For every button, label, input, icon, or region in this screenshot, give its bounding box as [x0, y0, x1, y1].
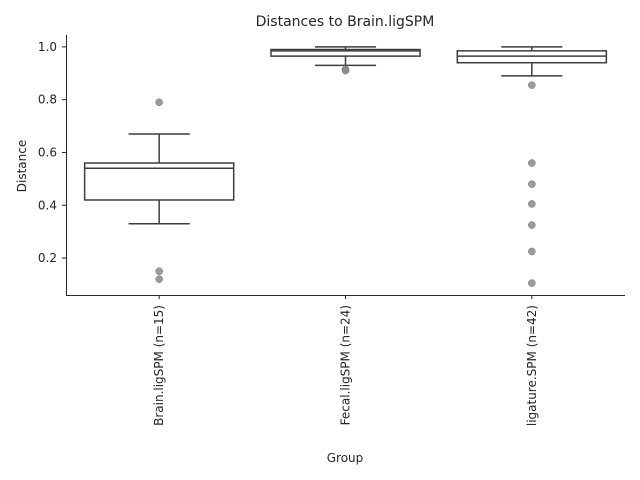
x-tick-label: Brain.ligSPM (n=15) — [152, 305, 166, 426]
outlier-point — [528, 221, 536, 229]
y-tick-label: 0.4 — [38, 198, 57, 212]
outlier-point — [155, 267, 163, 275]
outlier-point — [528, 200, 536, 208]
outlier-point — [528, 159, 536, 167]
outlier-point — [155, 98, 163, 107]
outlier-point — [155, 275, 163, 283]
y-axis-title: Distance — [15, 140, 29, 192]
outlier-point — [341, 66, 350, 75]
iqr-box — [83, 162, 235, 201]
outlier-point — [528, 247, 536, 256]
box-group — [270, 46, 421, 75]
plot-area — [83, 46, 608, 287]
y-tick-label: 1.0 — [38, 40, 57, 54]
y-tick-label: 0.8 — [38, 93, 57, 107]
y-axis-ticks: 0.2 0.4 0.6 0.8 1.0 — [38, 40, 66, 265]
outlier-point — [528, 180, 536, 188]
box-group — [456, 46, 608, 287]
chart-title: Distances to Brain.ligSPM — [256, 14, 435, 30]
x-axis-ticks: Brain.ligSPM (n=15) Fecal.ligSPM (n=24) li… — [152, 295, 539, 426]
x-axis-title: Group — [327, 451, 364, 465]
x-tick-label: ligature.SPM (n=42) — [525, 305, 539, 426]
y-tick-label: 0.6 — [38, 145, 57, 159]
x-tick-label: Fecal.ligSPM (n=24) — [339, 305, 353, 425]
y-tick-label: 0.2 — [38, 251, 57, 265]
iqr-box — [270, 48, 421, 57]
outlier-point — [528, 81, 536, 89]
box-group — [83, 98, 235, 283]
outlier-point — [528, 279, 536, 287]
